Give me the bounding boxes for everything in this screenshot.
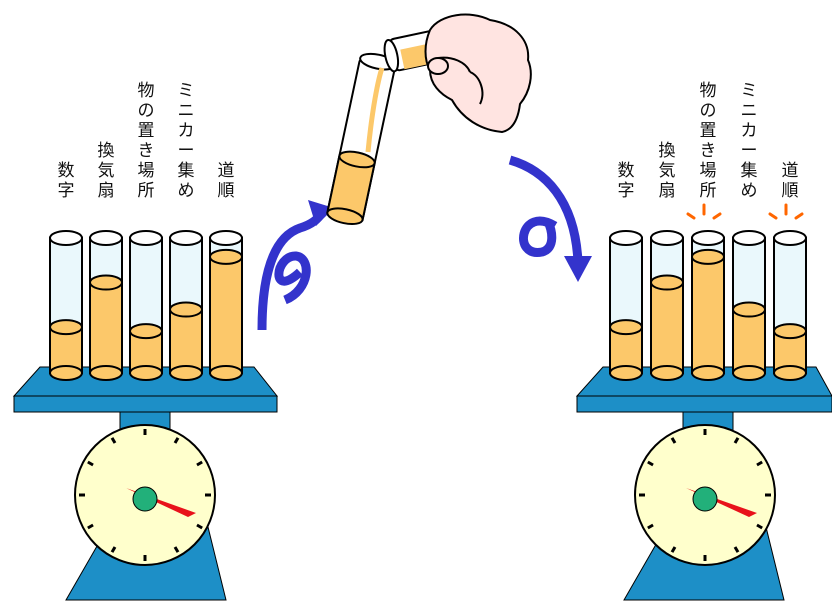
left-tube-4 (169, 230, 203, 381)
hand-icon (424, 13, 532, 134)
left-scale-ticks (79, 429, 211, 561)
left-scale-platform-front (13, 395, 278, 413)
left-tube-2 (89, 230, 123, 381)
right-sparks-tube5 (768, 203, 804, 220)
test-tube-icon (326, 52, 397, 226)
left-tube-rack (49, 230, 243, 381)
left-label-2: 換気扇 (98, 141, 115, 201)
liquid-stream (365, 67, 385, 153)
curved-arrow-icon (508, 155, 592, 282)
right-tube-liquid-4 (732, 308, 766, 374)
right-label-1: 数字 (618, 161, 635, 201)
right-sparks-tube3 (686, 203, 722, 220)
left-scale-hub (132, 486, 158, 512)
curved-arrow-icon (257, 200, 334, 331)
left-tube-1 (49, 230, 83, 381)
right-tube-liquid-3 (691, 255, 725, 374)
right-label-4: ミニカー集め (741, 81, 758, 201)
right-tube-2 (650, 230, 684, 381)
left-tube-liquid-2 (89, 281, 123, 374)
left-tube-liquid-4 (169, 308, 203, 374)
right-label-5: 道順 (782, 161, 799, 201)
right-tube-liquid-2 (650, 281, 684, 374)
left-label-5: 道順 (218, 161, 235, 201)
left-scale (12, 366, 279, 601)
left-label-4: ミニカー集め (178, 81, 195, 201)
right-tube-5 (773, 230, 807, 381)
left-label-1: 数字 (58, 161, 75, 201)
right-tube-3 (691, 230, 725, 381)
left-tube-3 (129, 230, 163, 381)
right-tube-4 (732, 230, 766, 381)
left-tube-liquid-5 (209, 255, 243, 374)
right-scale-platform-front (576, 395, 832, 413)
right-tube-1 (609, 230, 643, 381)
right-scale-ticks (639, 429, 771, 561)
right-label-2: 換気扇 (659, 141, 676, 201)
right-tube-rack (609, 230, 807, 381)
right-label-3: 物の置き場所 (700, 81, 717, 201)
right-scale (575, 366, 832, 601)
left-tube-5 (209, 230, 243, 381)
left-label-3: 物の置き場所 (138, 81, 155, 201)
right-scale-hub (692, 486, 718, 512)
